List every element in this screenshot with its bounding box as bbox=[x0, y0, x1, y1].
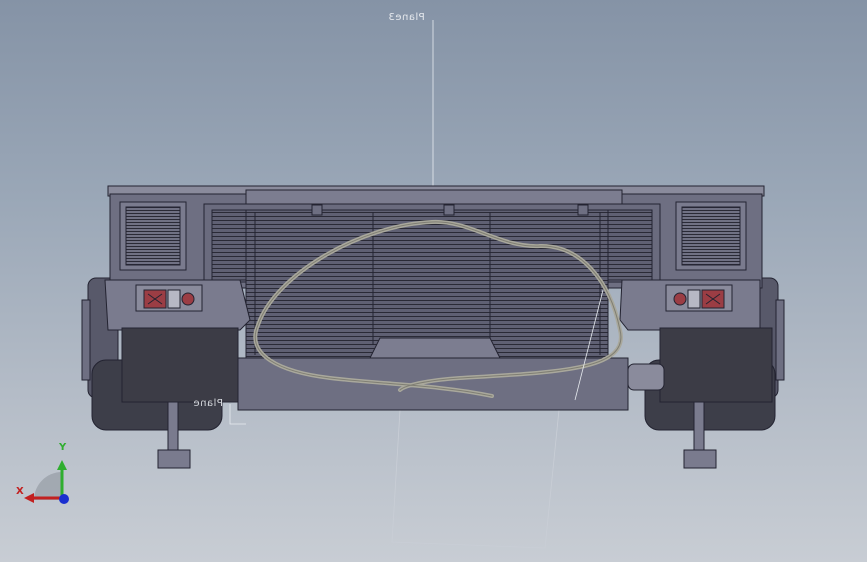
left-stand bbox=[157, 401, 191, 469]
right-vent bbox=[681, 206, 741, 266]
ground-plane-outline bbox=[391, 399, 561, 549]
orientation-triad bbox=[24, 460, 69, 504]
right-mudguard bbox=[659, 327, 773, 403]
x-axis-label: X bbox=[16, 486, 24, 497]
plane3-label[interactable]: Plane3 bbox=[388, 12, 425, 23]
radiator bbox=[245, 209, 609, 359]
front-bumper bbox=[237, 357, 629, 411]
right-light-cluster bbox=[665, 284, 733, 312]
y-axis-label: Y bbox=[59, 442, 67, 453]
plane-label[interactable]: Plane bbox=[193, 398, 223, 409]
left-vent bbox=[125, 206, 181, 266]
left-mudguard bbox=[121, 327, 239, 403]
left-light-cluster bbox=[135, 284, 203, 312]
right-stand bbox=[683, 401, 717, 469]
